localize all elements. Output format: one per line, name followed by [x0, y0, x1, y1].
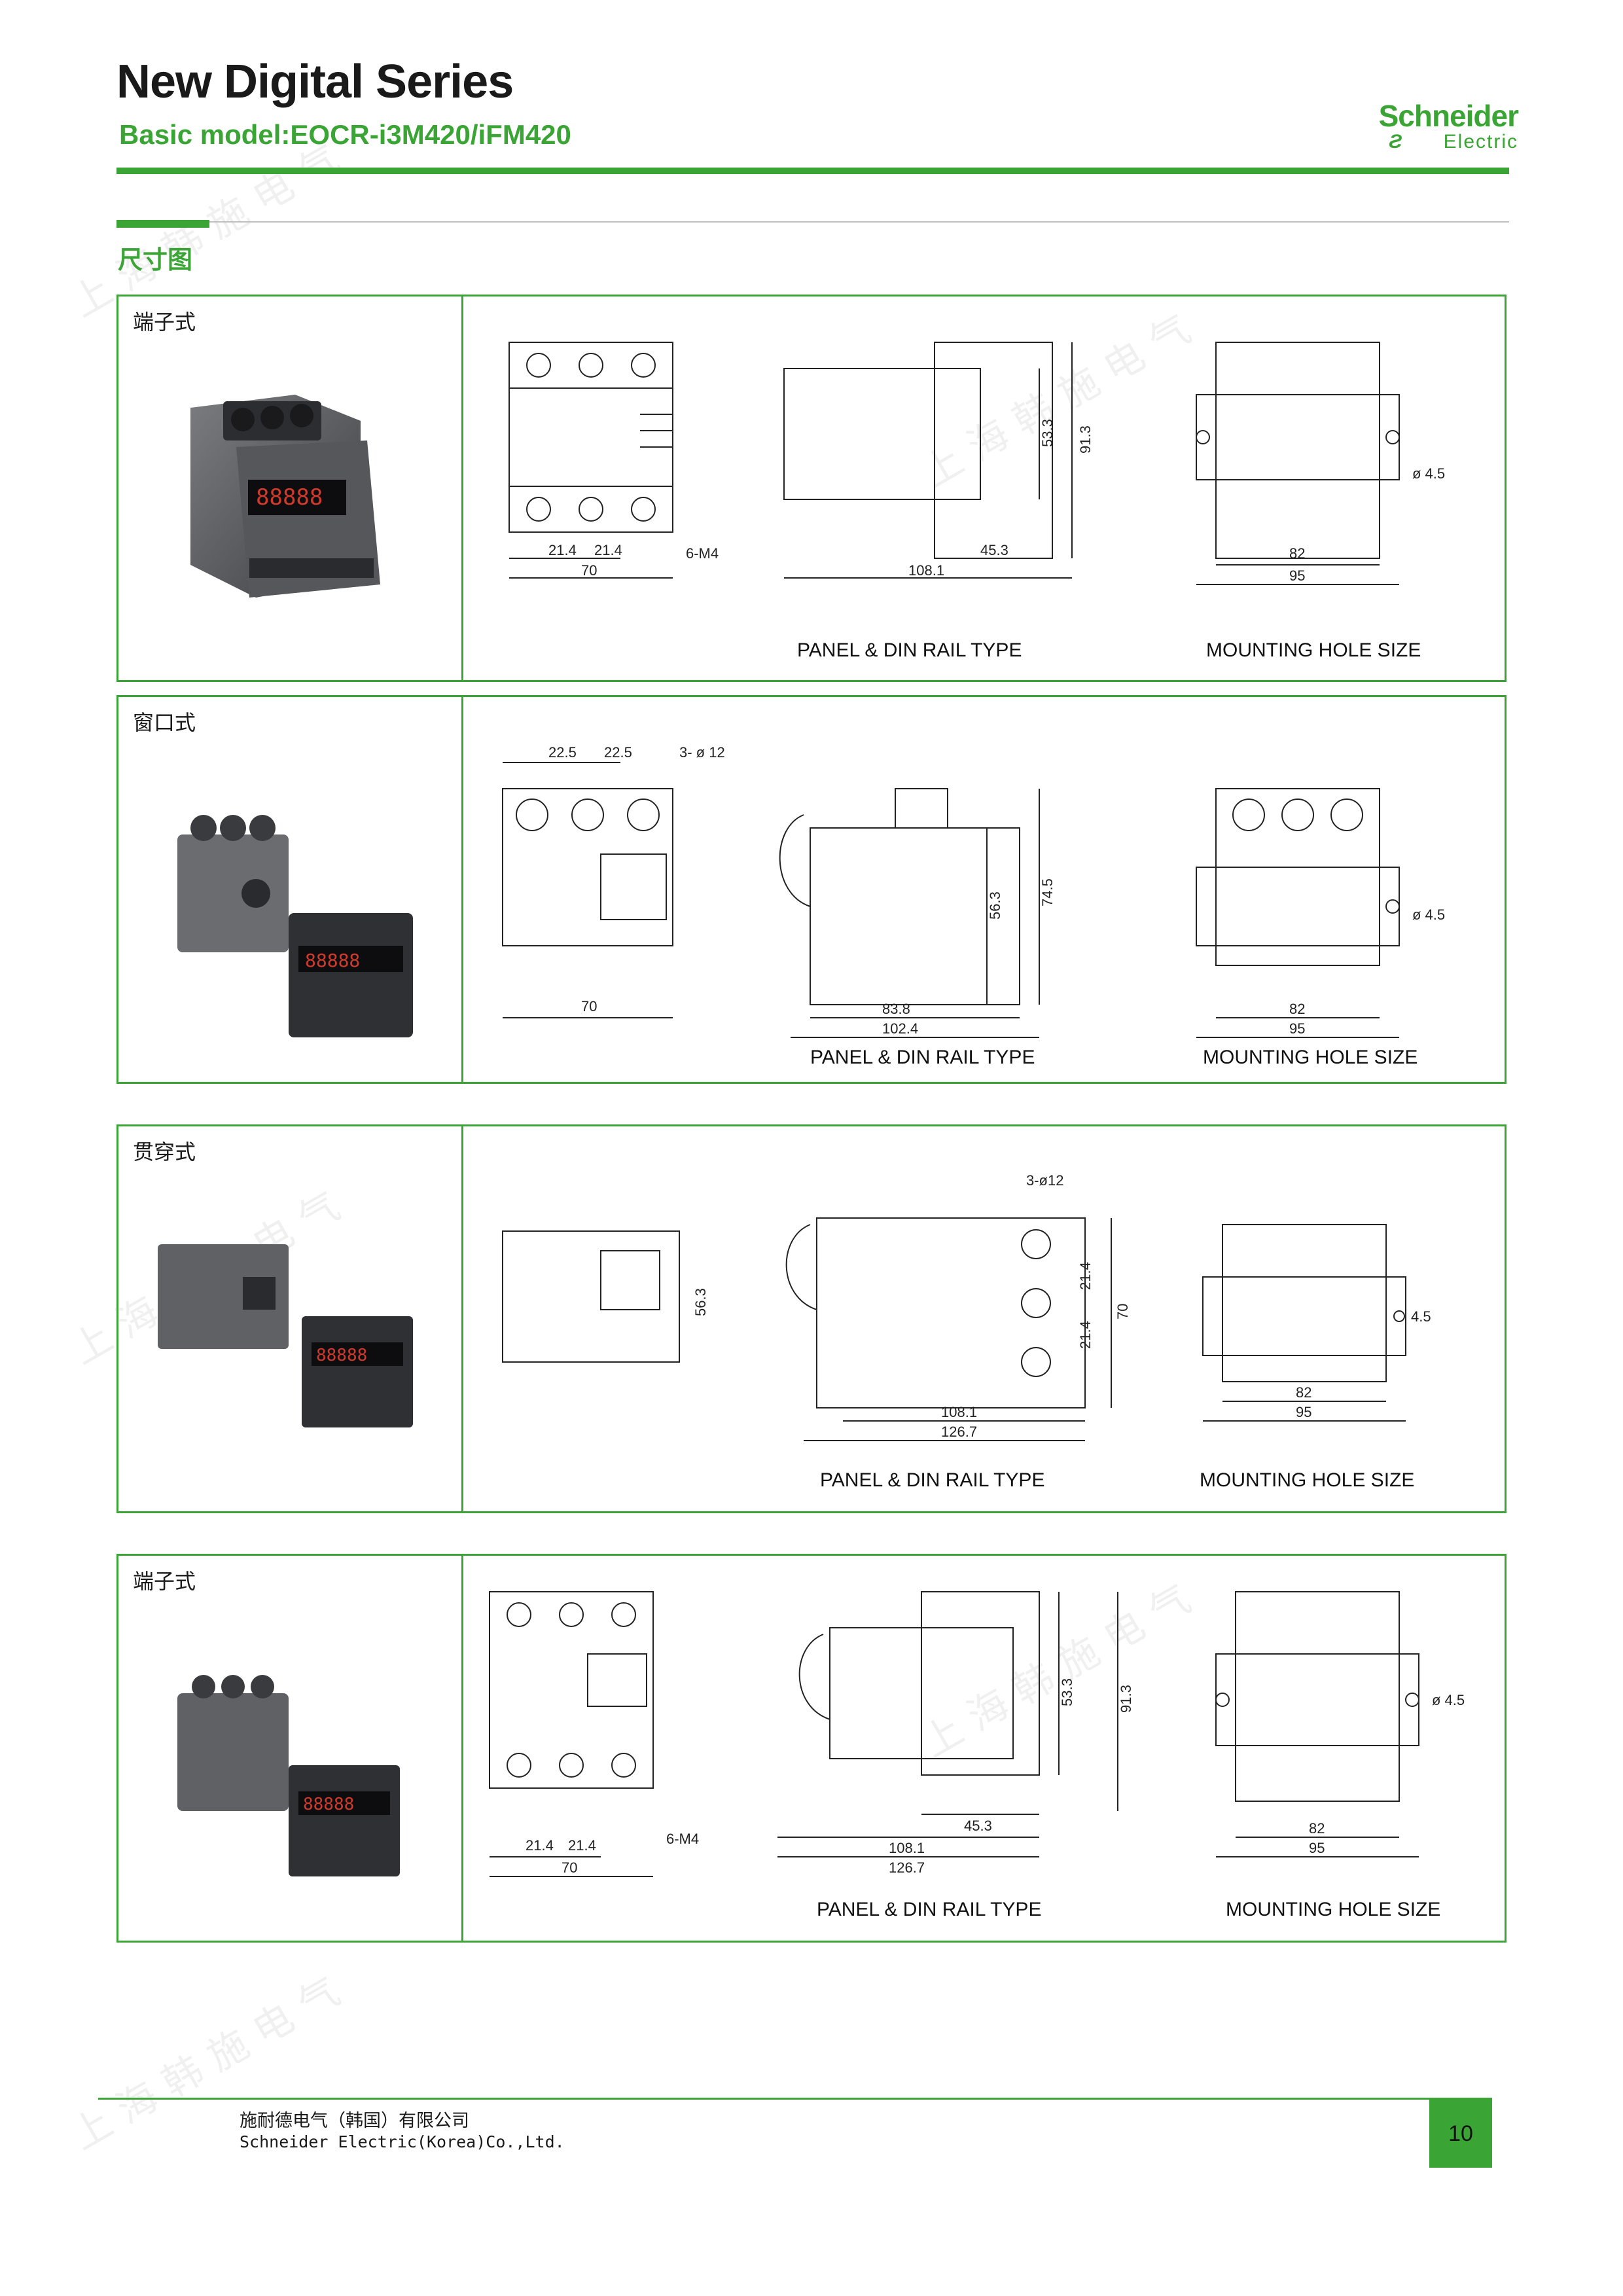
dim-label: 21.4 — [1077, 1321, 1094, 1349]
brand-logo: Schneider Ƨ Electric — [1348, 98, 1519, 157]
dim-label: 56.3 — [987, 891, 1003, 920]
panel-divider — [461, 296, 463, 680]
caption-panel-din: PANEL & DIN RAIL TYPE — [820, 1469, 1044, 1491]
dim-label: 83.8 — [882, 1001, 910, 1017]
dim-label: 108.1 — [889, 1840, 925, 1856]
dim-label: 22.5 — [548, 744, 577, 761]
svg-text:88888: 88888 — [316, 1346, 367, 1365]
panel-divider — [461, 1126, 463, 1511]
dim-label: 53.3 — [1059, 1678, 1075, 1706]
dim-label: 3- ø 12 — [679, 744, 725, 761]
dim-label: 21.4 — [548, 542, 577, 558]
section-rule — [116, 221, 1509, 223]
dim-label: 4.5 — [1411, 1308, 1431, 1325]
dim-label: 82 — [1289, 1001, 1305, 1017]
dim-label: 95 — [1296, 1404, 1311, 1420]
dim-label: 126.7 — [889, 1859, 925, 1876]
dim-label: 102.4 — [882, 1020, 918, 1037]
brand-mark-icon: Ƨ — [1389, 131, 1402, 152]
page-number: 10 — [1429, 2100, 1492, 2168]
panel-label: 贯穿式 — [133, 1139, 196, 1164]
dimension-panel-terminal-2: 端子式 88888 21.4 21.4 70 6-M4 — [116, 1554, 1507, 1943]
svg-text:88888: 88888 — [256, 484, 323, 511]
dim-label: 70 — [1115, 1304, 1131, 1319]
dim-label: 21.4 — [526, 1837, 554, 1854]
dimension-drawing: 21.4 21.4 70 6-M4 53.3 91.3 45.3 108.1 ø… — [508, 342, 1445, 661]
caption-mounting: MOUNTING HOLE SIZE — [1200, 1469, 1414, 1491]
product-photo: 88888 — [190, 395, 380, 598]
dim-label: 82 — [1309, 1820, 1325, 1837]
dim-label: 95 — [1309, 1840, 1325, 1856]
footer-rule — [98, 2098, 1492, 2100]
svg-text:88888: 88888 — [303, 1795, 354, 1814]
dim-label: 56.3 — [692, 1288, 709, 1316]
section-marker — [116, 220, 209, 228]
page-subtitle: Basic model:EOCR-i3M420/iFM420 — [119, 119, 571, 150]
dim-label: 45.3 — [980, 542, 1008, 558]
dim-label: 82 — [1296, 1384, 1311, 1401]
dim-label: ø 4.5 — [1432, 1692, 1465, 1708]
dim-label: 95 — [1289, 567, 1305, 584]
dim-label: 95 — [1289, 1020, 1305, 1037]
dim-label: 21.4 — [594, 542, 622, 558]
dimension-drawing: 22.5 22.5 3- ø 12 70 56.3 74.5 83.8 102.… — [502, 744, 1445, 1068]
dim-label: 82 — [1289, 545, 1305, 562]
dim-label: 6-M4 — [686, 545, 719, 562]
caption-panel-din: PANEL & DIN RAIL TYPE — [817, 1899, 1041, 1920]
dim-label: ø 4.5 — [1412, 465, 1445, 482]
product-photo: 88888 — [177, 815, 413, 1037]
caption-mounting: MOUNTING HOLE SIZE — [1203, 1047, 1418, 1068]
caption-mounting: MOUNTING HOLE SIZE — [1206, 639, 1421, 661]
dimension-panel-terminal: 端子式 88888 — [116, 295, 1507, 682]
svg-text:88888: 88888 — [305, 950, 360, 971]
panel-label: 窗口式 — [133, 710, 196, 735]
product-photo: 88888 — [177, 1675, 400, 1876]
dim-label: 108.1 — [941, 1404, 977, 1420]
dim-label: 91.3 — [1077, 425, 1094, 454]
caption-panel-din: PANEL & DIN RAIL TYPE — [797, 639, 1022, 661]
panel-label: 端子式 — [133, 310, 196, 334]
dim-label: 74.5 — [1039, 878, 1056, 906]
dim-label: ø 4.5 — [1412, 906, 1445, 923]
footer-company-cn: 施耐德电气（韩国）有限公司 — [240, 2111, 469, 2131]
dim-label: 22.5 — [604, 744, 632, 761]
dim-label: 3-ø12 — [1026, 1172, 1063, 1189]
product-photo: 88888 — [158, 1244, 413, 1427]
caption-panel-din: PANEL & DIN RAIL TYPE — [810, 1047, 1035, 1068]
dim-label: 53.3 — [1039, 419, 1056, 447]
brand-tagline: Electric — [1443, 131, 1518, 152]
dim-label: 21.4 — [1077, 1262, 1094, 1290]
dimension-panel-through: 贯穿式 88888 56.3 3-ø12 21.4 21.4 70 10 — [116, 1124, 1507, 1513]
dim-label: 91.3 — [1118, 1685, 1134, 1713]
panel-divider — [461, 697, 463, 1082]
dim-label: 70 — [581, 998, 597, 1014]
caption-mounting: MOUNTING HOLE SIZE — [1226, 1899, 1440, 1920]
dim-label: 126.7 — [941, 1424, 977, 1440]
dimension-drawing: 56.3 3-ø12 21.4 21.4 70 108.1 126.7 4.5 … — [502, 1172, 1431, 1491]
header-rule — [116, 168, 1509, 174]
dim-label: 21.4 — [568, 1837, 596, 1854]
dim-label: 70 — [581, 562, 597, 579]
dim-label: 6-M4 — [666, 1831, 699, 1847]
dimension-panel-window: 窗口式 88888 22.5 22.5 3- ø 12 — [116, 695, 1507, 1084]
section-title: 尺寸图 — [118, 245, 193, 274]
dim-label: 70 — [562, 1859, 577, 1876]
brand-name: Schneider — [1378, 99, 1519, 133]
dim-label: 45.3 — [964, 1818, 992, 1834]
dimension-drawing: 21.4 21.4 70 6-M4 53.3 91.3 45.3 108.1 1… — [489, 1591, 1465, 1920]
panel-divider — [461, 1556, 463, 1941]
panel-label: 端子式 — [133, 1569, 196, 1594]
page-title: New Digital Series — [116, 56, 514, 108]
footer-company-en: Schneider Electric(Korea)Co.,Ltd. — [240, 2132, 565, 2151]
dim-label: 108.1 — [908, 562, 944, 579]
